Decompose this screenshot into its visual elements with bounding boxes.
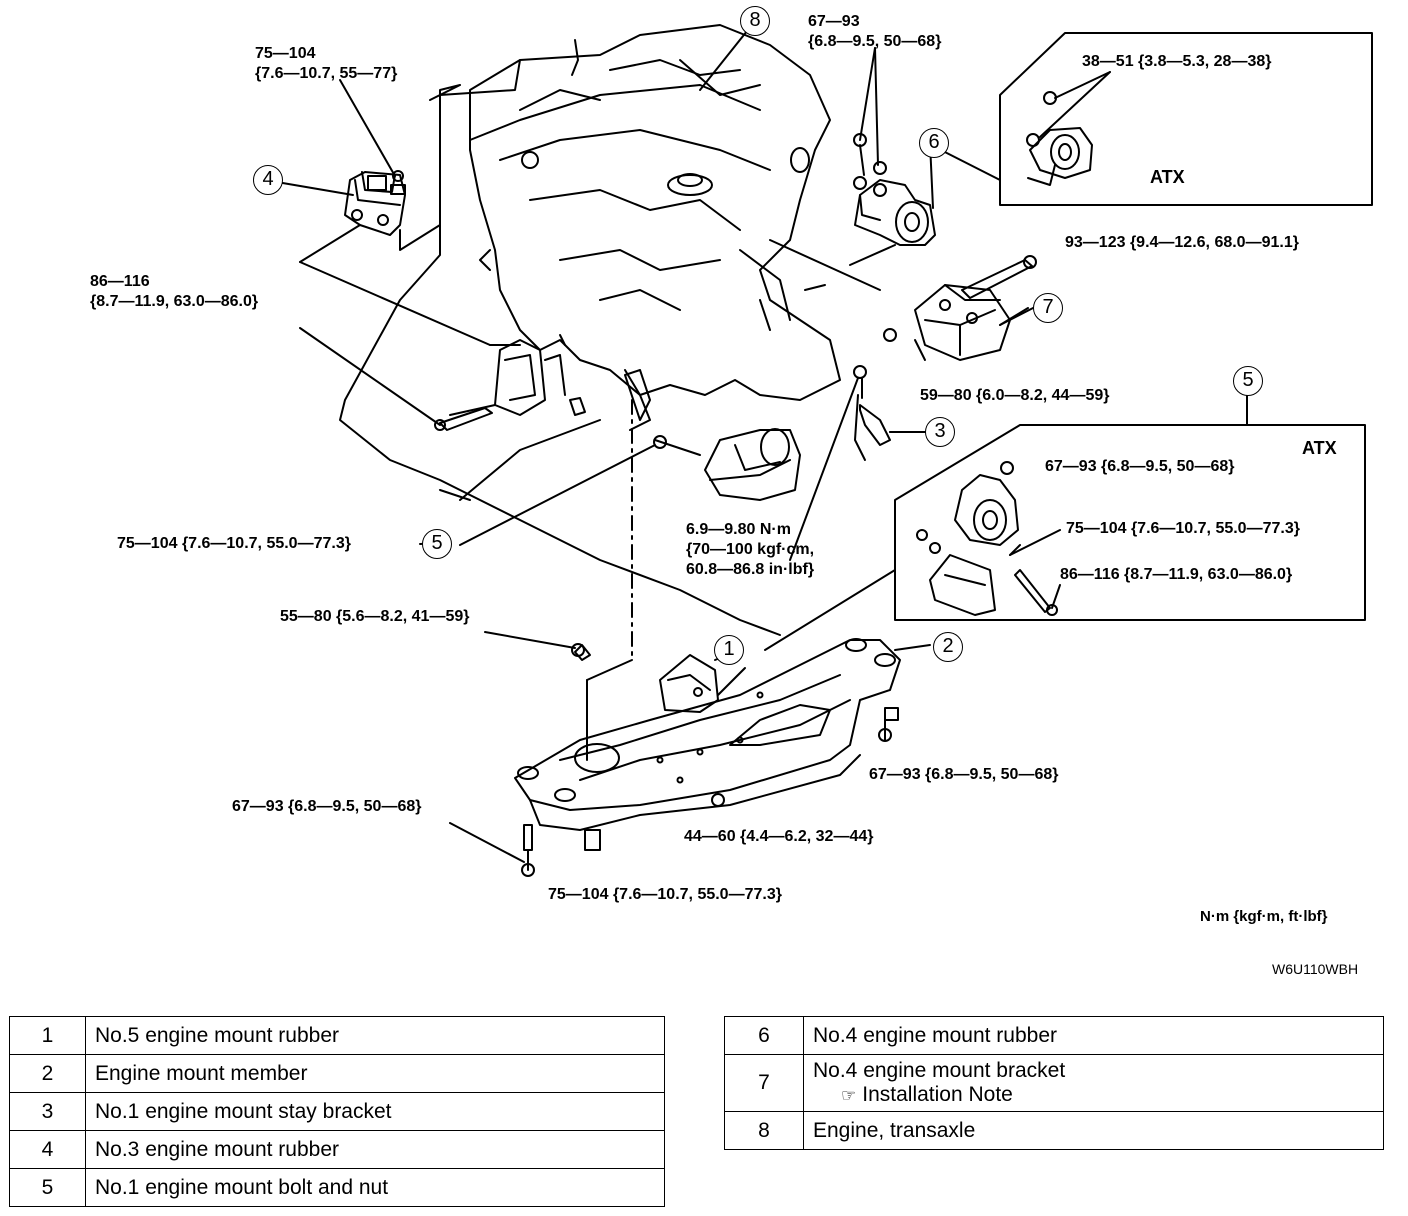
- legend-row: 7 No.4 engine mount bracket ☞Installatio…: [724, 1054, 1384, 1112]
- callout-6: 6: [919, 128, 949, 158]
- torque-label-stay-bracket-bolt: 6.9—9.80 N·m {70—100 kgf·cm, 60.8—86.8 i…: [686, 521, 815, 578]
- no3-mount-bracket-drawing: [449, 339, 566, 416]
- pointing-hand-icon: ☞: [841, 1085, 857, 1105]
- torque-label-no1-bolt-left: 75—104 {7.6—10.7, 55.0—77.3}: [117, 535, 351, 552]
- no3-mount-rubber-drawing: [344, 171, 406, 236]
- atx-no4-mount-drawing: [1027, 127, 1093, 186]
- installation-note-link[interactable]: ☞Installation Note: [841, 1082, 1013, 1106]
- callout-8: 8: [740, 6, 770, 36]
- callout-2: 2: [933, 632, 963, 662]
- engine-mount-member-drawing: [514, 638, 901, 831]
- torque-label-member-right-nut: 67—93 {6.8—9.5, 50—68}: [869, 766, 1059, 783]
- no1-mount-drawing: [704, 428, 801, 501]
- no4-bracket-drawing: [914, 284, 1011, 361]
- callout-1: 1: [714, 635, 744, 665]
- torque-label-no3-bracket-bolt: 86—116 {8.7—11.9, 63.0—86.0}: [90, 273, 259, 310]
- atx-no1-mount-drawing: [929, 474, 1019, 616]
- torque-label-no5-mount-bolt: 55—80 {5.6—8.2, 41—59}: [280, 608, 470, 625]
- callout-4: 4: [253, 165, 283, 195]
- stay-bracket-drawing: [854, 394, 926, 461]
- callout-5-atx: 5: [1233, 366, 1263, 396]
- torque-label-no4-bracket-nut: 59—80 {6.0—8.2, 44—59}: [920, 387, 1110, 404]
- engine-mount-diagram: [264, 20, 1373, 877]
- figure-code: W6U110WBH: [1272, 961, 1359, 977]
- callout-7: 7: [1033, 293, 1063, 323]
- units-note: N·m {kgf·m, ft·lbf}: [1200, 908, 1328, 925]
- torque-label-atx-no1-nut: 67—93 {6.8—9.5, 50—68}: [1045, 458, 1235, 475]
- callout-3: 3: [925, 417, 955, 447]
- torque-label-no4-mount-nut: 67—93 {6.8—9.5, 50—68}: [808, 13, 942, 50]
- no5-mount-rubber-drawing: [659, 654, 719, 713]
- torque-label-member-center-nut: 44—60 {4.4—6.2, 32—44}: [684, 828, 874, 845]
- callout-5: 5: [422, 529, 452, 559]
- atx-label-no4: ATX: [1150, 167, 1185, 187]
- torque-label-member-left-bolt: 67—93 {6.8—9.5, 50—68}: [232, 798, 422, 815]
- torque-label-member-front-bolt: 75—104 {7.6—10.7, 55.0—77.3}: [548, 886, 782, 903]
- torque-label-no4-bracket-long-bolt: 93—123 {9.4—12.6, 68.0—91.1}: [1065, 234, 1299, 251]
- atx-label-no1: ATX: [1302, 438, 1337, 458]
- torque-label-no3-mount-nut: 75—104 {7.6—10.7, 55—77}: [255, 45, 398, 82]
- no4-mount-drawing: [854, 179, 936, 246]
- engine-transaxle-drawing: [469, 24, 841, 431]
- torque-label-atx-no1-bolt-short: 75—104 {7.6—10.7, 55.0—77.3}: [1066, 520, 1300, 537]
- torque-label-atx-no4-bolts: 38—51 {3.8—5.3, 28—38}: [1082, 53, 1272, 70]
- torque-label-atx-no1-bolt-long: 86—116 {8.7—11.9, 63.0—86.0}: [1060, 566, 1293, 583]
